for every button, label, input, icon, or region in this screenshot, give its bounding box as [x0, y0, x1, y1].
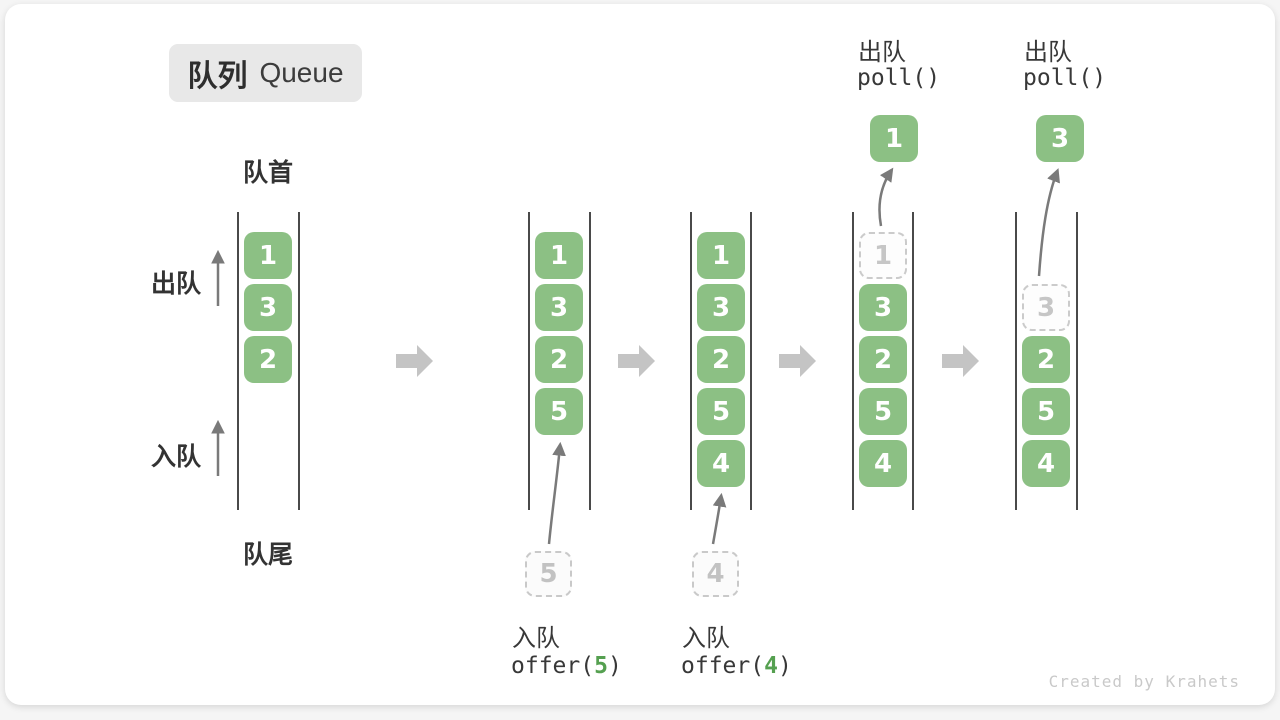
title-en: Queue [259, 57, 344, 88]
queue-slot: 5 [697, 388, 745, 435]
queue-wall-right [298, 212, 300, 510]
queue-slot: 5 [1022, 388, 1070, 435]
poll-1-arrow-icon [878, 167, 894, 227]
queue-wall-right [1076, 212, 1078, 510]
transition-arrow-4-icon [942, 345, 979, 377]
offer-4-arrow-icon [711, 492, 727, 545]
op-enqueue-code: offer(5) [511, 653, 622, 679]
code-text: offer( [511, 653, 595, 679]
label-queue-rear: 队尾 [242, 541, 293, 569]
queue-slot: 3 [697, 284, 745, 331]
op-dequeue-code: poll() [1023, 65, 1107, 91]
code-text: ) [777, 653, 792, 679]
queue-slot: 1 [697, 232, 745, 279]
queue-slot: 3 [244, 284, 292, 331]
code-arg: 4 [764, 653, 778, 679]
code-arg: 5 [594, 653, 608, 679]
polled-value-box: 1 [870, 115, 918, 162]
op-dequeue-label: 出队 [858, 39, 906, 66]
queue-slot: 5 [859, 388, 907, 435]
label-dequeue-side: 出队 [151, 270, 202, 298]
queue-slot: 3 [859, 284, 907, 331]
queue-slot: 2 [697, 336, 745, 383]
queue-slot: 2 [1022, 336, 1070, 383]
queue-wall-left [237, 212, 239, 510]
queue-slot: 3 [535, 284, 583, 331]
removed-slot: 3 [1022, 284, 1070, 331]
queue-slot: 1 [244, 232, 292, 279]
staging-value-box: 4 [692, 551, 739, 597]
queue-slot: 4 [1022, 440, 1070, 487]
queue-wall-left [852, 212, 854, 510]
queue-slot: 2 [535, 336, 583, 383]
label-enqueue-side: 入队 [151, 443, 202, 471]
poll-3-arrow-icon [1037, 168, 1060, 277]
watermark: Created by Krahets [1048, 672, 1240, 691]
offer-5-arrow-icon [547, 441, 566, 545]
queue-wall-right [912, 212, 914, 510]
op-dequeue-label: 出队 [1024, 39, 1072, 66]
removed-slot: 1 [859, 232, 907, 279]
queue-wall-left [1015, 212, 1017, 510]
transition-arrow-1-icon [396, 345, 433, 377]
queue-wall-right [589, 212, 591, 510]
transition-arrow-2-icon [618, 345, 655, 377]
transition-arrow-3-icon [779, 345, 816, 377]
polled-value-box: 3 [1036, 115, 1084, 162]
queue-slot: 1 [535, 232, 583, 279]
op-enqueue-label: 入队 [512, 625, 560, 652]
title-zh: 队列 [187, 60, 248, 93]
queue-slot: 2 [859, 336, 907, 383]
code-text: offer( [681, 653, 765, 679]
queue-wall-right [750, 212, 752, 510]
queue-slot: 4 [697, 440, 745, 487]
op-enqueue-code: offer(4) [681, 653, 792, 679]
code-text: ) [607, 653, 622, 679]
label-queue-front: 队首 [242, 159, 293, 187]
op-enqueue-label: 入队 [682, 625, 730, 652]
op-dequeue-code: poll() [857, 65, 941, 91]
queue-slot: 5 [535, 388, 583, 435]
queue-slot: 2 [244, 336, 292, 383]
queue-wall-left [528, 212, 530, 510]
queue-slot: 4 [859, 440, 907, 487]
staging-value-box: 5 [525, 551, 572, 597]
queue-wall-left [690, 212, 692, 510]
title-badge: 队列 Queue [169, 44, 362, 102]
